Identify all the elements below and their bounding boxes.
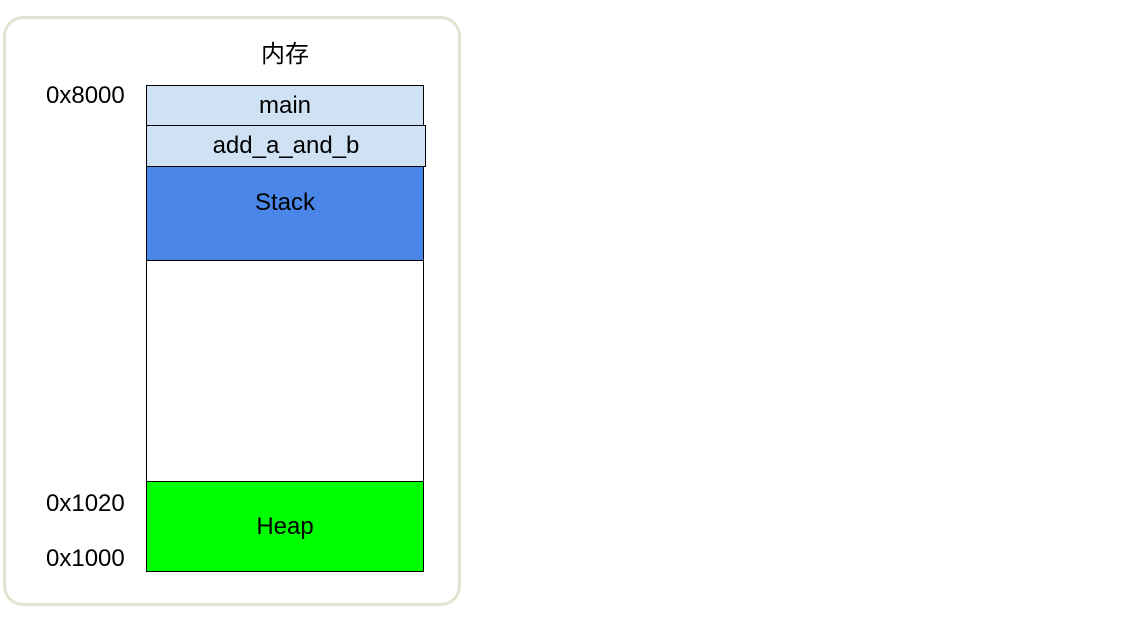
heap-block: Heap bbox=[146, 481, 424, 572]
add-a-and-b-frame-block: add_a_and_b bbox=[146, 125, 426, 167]
stack-block: Stack bbox=[146, 166, 424, 261]
stack-label: Stack bbox=[254, 189, 316, 216]
heap-label: Heap bbox=[256, 512, 314, 540]
diagram-title: 内存 bbox=[261, 40, 309, 68]
free-memory-block bbox=[146, 260, 424, 482]
main-frame-label: main bbox=[258, 91, 312, 119]
address-label-heap-top: 0x1020 bbox=[46, 490, 125, 517]
main-frame-block: main bbox=[146, 85, 424, 126]
address-label-bottom: 0x1000 bbox=[46, 545, 125, 572]
address-label-top: 0x8000 bbox=[46, 82, 125, 109]
add-a-and-b-frame-label: add_a_and_b bbox=[212, 132, 360, 159]
